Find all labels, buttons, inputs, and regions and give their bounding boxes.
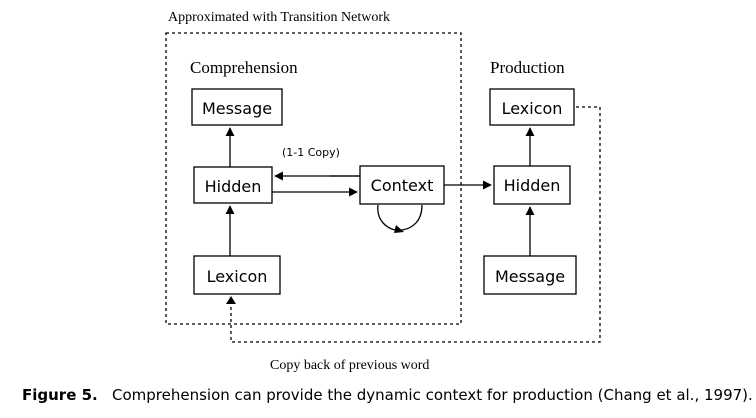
context-self-loop-arrowhead [394, 225, 404, 233]
figure-caption-label: Figure 5. [22, 386, 98, 404]
production-lexicon-node: Lexicon [489, 88, 575, 126]
context-node: Context [359, 165, 445, 205]
comprehension-lexicon-node: Lexicon [193, 255, 281, 295]
copy-back-path [230, 106, 601, 343]
production-message-node: Message [483, 255, 577, 295]
context-self-loop [377, 204, 423, 231]
production-hidden-label: Hidden [504, 176, 561, 195]
comprehension-message-label: Message [202, 99, 272, 118]
transition-network-label: Approximated with Transition Network [168, 10, 390, 25]
copy-back-label: Copy back of previous word [270, 358, 429, 373]
context-label: Context [371, 176, 434, 195]
transition-network-region [165, 32, 462, 325]
comprehension-hidden-node: Hidden [193, 166, 273, 204]
copy-back-arrowhead [226, 296, 236, 304]
production-lexicon-label: Lexicon [502, 99, 563, 118]
comprehension-title: Comprehension [190, 58, 298, 77]
production-hidden-node: Hidden [493, 165, 571, 205]
figure-caption: Figure 5. Comprehension can provide the d… [22, 386, 753, 410]
production-message-label: Message [495, 267, 565, 286]
production-title: Production [490, 58, 565, 77]
comprehension-hidden-label: Hidden [205, 177, 262, 196]
figure-caption-text: Comprehension can provide the dynamic co… [112, 386, 753, 404]
comprehension-lexicon-label: Lexicon [207, 267, 268, 286]
copy-label: (1-1 Copy) [282, 146, 340, 159]
comprehension-message-node: Message [191, 88, 283, 126]
